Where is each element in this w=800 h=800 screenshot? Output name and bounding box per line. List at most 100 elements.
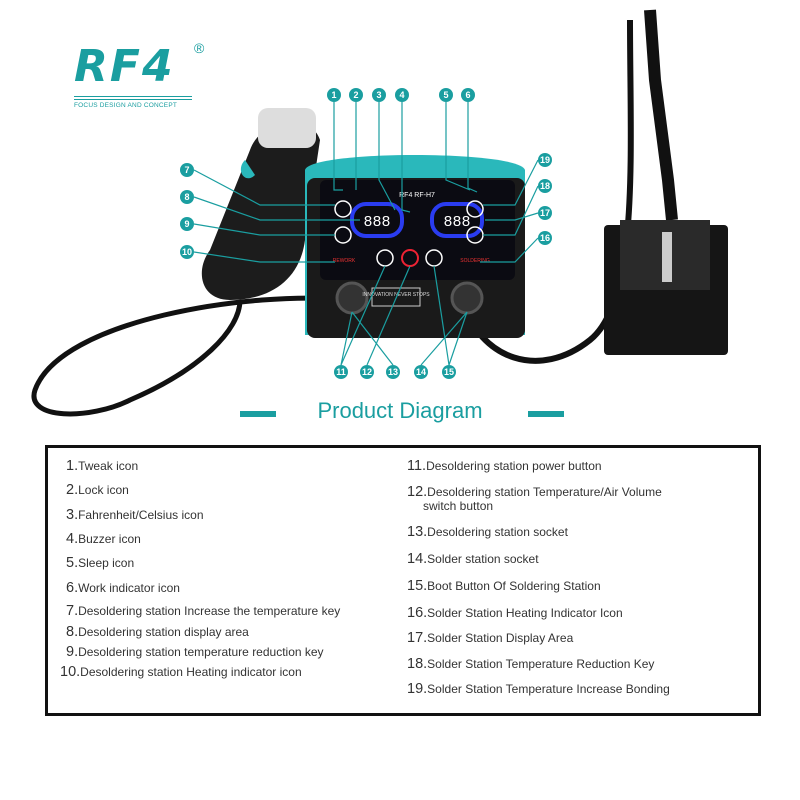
callout-3: 3 (372, 88, 386, 102)
legend-text: Desoldering station display area (78, 625, 249, 639)
callout-lines (193, 102, 539, 366)
callout-6: 6 (461, 88, 475, 102)
legend-item: 7.Desoldering station Increase the tempe… (66, 603, 341, 619)
desolder-socket (335, 281, 369, 315)
panel-brand: RF4 RF-H7 (399, 192, 435, 199)
legend-item: 15.Boot Button Of Soldering Station (407, 578, 601, 594)
legend-number: 2. (66, 482, 79, 498)
legend-number: 11. (407, 458, 427, 474)
legend-number: 9. (66, 644, 79, 660)
legend-box (45, 445, 761, 716)
left-display: 888 (363, 214, 390, 231)
legend-text: Tweak icon (78, 459, 139, 473)
iron-cable (459, 19, 634, 364)
legend-number: 3. (66, 507, 79, 523)
legend-number: 6. (66, 580, 79, 596)
legend-text: Sleep icon (78, 556, 135, 570)
product-illustration: 888 888 RF4 RF-H7 REWORK SOLDERING INNOV… (31, 9, 728, 417)
legend-number: 1. (66, 458, 79, 474)
legend-number: 15. (407, 578, 428, 594)
legend-item: 1.Tweak icon (66, 458, 139, 474)
hot-air-gun (201, 121, 320, 301)
callout-13: 13 (386, 365, 400, 379)
legend-number: 4. (66, 531, 79, 547)
legend-number: 12. (407, 484, 428, 500)
callout-4: 4 (395, 88, 409, 102)
legend-item: 8.Desoldering station display area (66, 624, 249, 640)
callout-11: 11 (334, 365, 348, 379)
legend-item: 4.Buzzer icon (66, 531, 141, 547)
legend-item: 16.Solder Station Heating Indicator Icon (407, 605, 623, 621)
legend-item: 19.Solder Station Temperature Increase B… (407, 681, 670, 697)
title-dash-left (240, 411, 276, 417)
legend-text: Solder station socket (427, 552, 539, 566)
callout-17: 17 (538, 206, 552, 220)
diagram-title: Product Diagram (317, 398, 483, 423)
callout-9: 9 (180, 217, 194, 231)
socket-slogan: INNOVATION NEVER STOPS (362, 292, 430, 298)
legend-item: 13.Desoldering station socket (407, 524, 568, 540)
legend-text: Boot Button Of Soldering Station (427, 579, 601, 593)
legend-text: Buzzer icon (78, 532, 141, 546)
callout-18: 18 (538, 179, 552, 193)
callout-10: 10 (180, 245, 194, 259)
desolder-up-key (334, 200, 352, 218)
callout-7: 7 (180, 163, 194, 177)
legend-number: 19. (407, 681, 428, 697)
legend-item: 9.Desoldering station temperature reduct… (66, 644, 324, 660)
legend-number: 8. (66, 624, 79, 640)
soldering-indicator: SOLDERING (460, 258, 490, 264)
legend-text: Solder Station Temperature Reduction Key (427, 657, 655, 671)
legend-number: 17. (407, 630, 428, 646)
legend-item: 2.Lock icon (66, 482, 129, 498)
legend-text: Solder Station Temperature Increase Bond… (427, 682, 670, 696)
legend-number: 13. (407, 524, 428, 540)
callout-2: 2 (349, 88, 363, 102)
logo-tagline: FOCUS DESIGN AND CONCEPT (74, 102, 178, 109)
legend-item: 14.Solder station socket (407, 551, 539, 567)
legend-text: Desoldering station socket (427, 525, 568, 539)
legend-number: 10. (60, 664, 81, 680)
callout-19: 19 (538, 153, 552, 167)
legend-number: 5. (66, 555, 79, 571)
rework-indicator: REWORK (333, 258, 356, 264)
callout-15: 15 (442, 365, 456, 379)
legend-item: 3.Fahrenheit/Celsius icon (66, 507, 204, 523)
title-dash-right (528, 411, 564, 417)
legend-item: 17.Solder Station Display Area (407, 630, 574, 646)
legend-item: 11.Desoldering station power button (407, 458, 602, 474)
callout-12: 12 (360, 365, 374, 379)
legend-text: Lock icon (78, 483, 129, 497)
legend-item: 12.Desoldering station Temperature/Air V… (407, 485, 662, 513)
legend-number: 14. (407, 551, 428, 567)
logo-divider (74, 96, 192, 100)
legend-number: 16. (407, 605, 428, 621)
right-display: 888 (443, 214, 470, 231)
solder-socket (450, 281, 484, 315)
legend-text: Desoldering station power button (426, 459, 602, 473)
legend-item: 6.Work indicator icon (66, 580, 180, 596)
rf4-logo: RF4 ® FOCUS DESIGN AND CONCEPT (74, 40, 204, 109)
legend-text: Desoldering station Heating indicator ic… (80, 665, 302, 679)
legend-item: 10.Desoldering station Heating indicator… (60, 664, 302, 680)
legend-item: 5.Sleep icon (66, 555, 135, 571)
legend-text: Desoldering station Increase the tempera… (78, 604, 341, 618)
callout-8: 8 (180, 190, 194, 204)
legend-text-continued: switch button (423, 499, 494, 513)
solder-up-key (466, 200, 484, 218)
registered-mark: ® (194, 40, 205, 56)
hot-air-cable (31, 295, 351, 417)
legend-number: 7. (66, 603, 79, 619)
legend-text: Work indicator icon (78, 581, 180, 595)
legend-item: 18.Solder Station Temperature Reduction … (407, 656, 655, 672)
legend-number: 18. (407, 656, 428, 672)
legend-text: Desoldering station Temperature/Air Volu… (427, 485, 662, 499)
callout-1: 1 (327, 88, 341, 102)
legend-text: Solder Station Heating Indicator Icon (427, 606, 623, 620)
legend-text: Fahrenheit/Celsius icon (78, 508, 204, 522)
callout-14: 14 (414, 365, 428, 379)
legend-text: Solder Station Display Area (427, 631, 574, 645)
callout-16: 16 (538, 231, 552, 245)
soldering-iron (644, 9, 678, 221)
legend-text: Desoldering station temperature reductio… (78, 645, 324, 659)
